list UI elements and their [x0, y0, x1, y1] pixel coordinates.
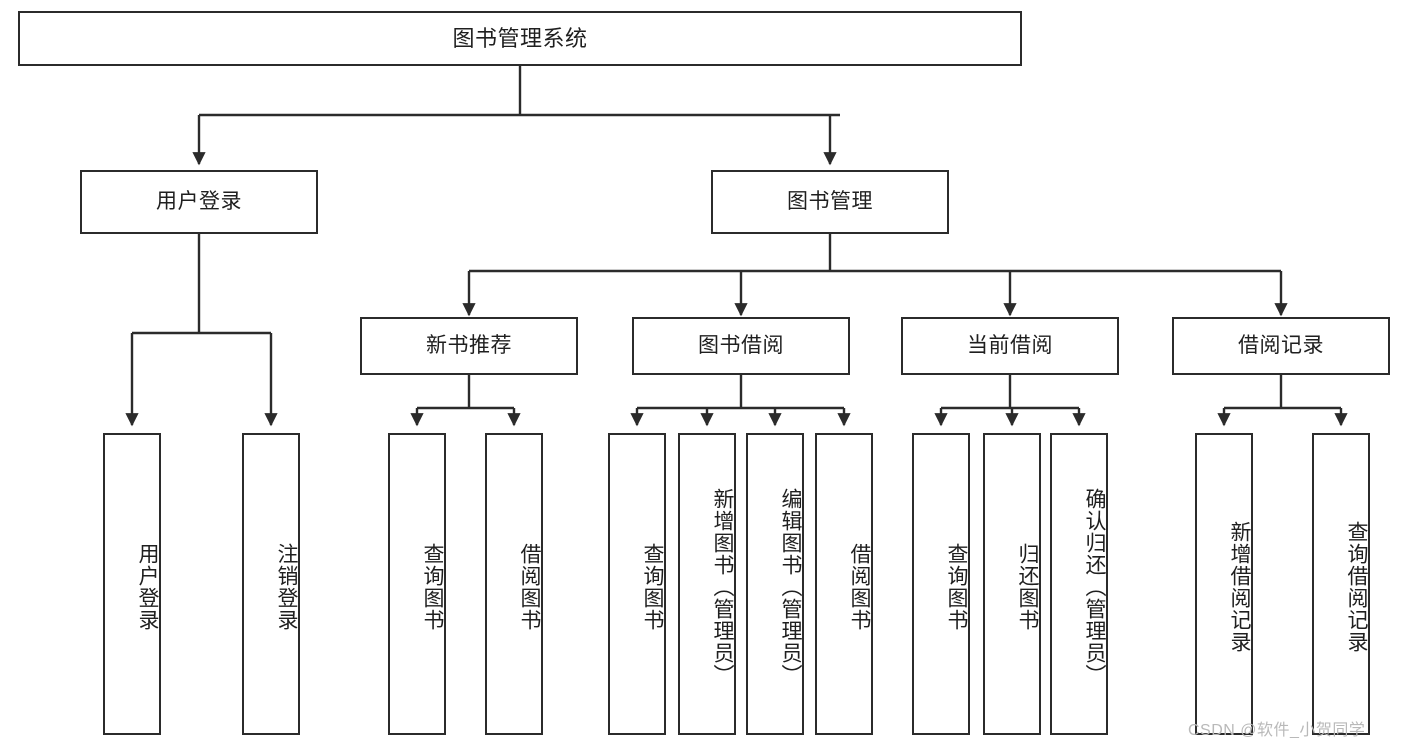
- leaf-return-book[interactable]: 归还图书: [983, 433, 1041, 735]
- leaf-confirm-return-admin[interactable]: 确认归还（管理员）: [1050, 433, 1108, 735]
- node-label: 编辑图书（管理员）: [779, 488, 802, 686]
- leaf-logout[interactable]: 注销登录: [242, 433, 300, 735]
- node-label: 注销登录: [275, 543, 298, 631]
- node-label: 图书借阅: [698, 333, 784, 357]
- node-label: 借阅图书: [518, 543, 541, 631]
- node-label: 用户登录: [136, 543, 159, 631]
- node-label: 确认归还（管理员）: [1083, 488, 1106, 686]
- leaf-edit-book-admin[interactable]: 编辑图书（管理员）: [746, 433, 804, 735]
- node-label: 查询图书: [641, 543, 664, 631]
- node-book-management[interactable]: 图书管理: [711, 170, 949, 234]
- node-label: 图书管理系统: [452, 25, 588, 51]
- leaf-user-login[interactable]: 用户登录: [103, 433, 161, 735]
- node-label: 新增借阅记录: [1228, 521, 1251, 653]
- node-current-borrow[interactable]: 当前借阅: [901, 317, 1119, 375]
- node-label: 用户登录: [156, 189, 242, 213]
- node-book-borrow[interactable]: 图书借阅: [632, 317, 850, 375]
- leaf-borrow-book-recommend[interactable]: 借阅图书: [485, 433, 543, 735]
- node-label: 查询图书: [945, 543, 968, 631]
- node-user-login[interactable]: 用户登录: [80, 170, 318, 234]
- leaf-query-book-recommend[interactable]: 查询图书: [388, 433, 446, 735]
- node-root[interactable]: 图书管理系统: [18, 11, 1022, 66]
- node-label: 查询借阅记录: [1345, 521, 1368, 653]
- node-label: 新书推荐: [426, 333, 512, 357]
- node-label: 查询图书: [421, 543, 444, 631]
- leaf-borrow-book[interactable]: 借阅图书: [815, 433, 873, 735]
- node-new-book-recommend[interactable]: 新书推荐: [360, 317, 578, 375]
- node-label: 借阅图书: [848, 543, 871, 631]
- node-label: 新增图书（管理员）: [711, 488, 734, 686]
- csdn-watermark: CSDN @软件_小贺同学: [1188, 722, 1366, 739]
- node-label: 图书管理: [787, 189, 873, 213]
- leaf-query-borrow-record[interactable]: 查询借阅记录: [1312, 433, 1370, 735]
- node-label: 借阅记录: [1238, 333, 1324, 357]
- leaf-query-book-borrow[interactable]: 查询图书: [608, 433, 666, 735]
- leaf-add-borrow-record[interactable]: 新增借阅记录: [1195, 433, 1253, 735]
- node-borrow-record[interactable]: 借阅记录: [1172, 317, 1390, 375]
- node-label: 当前借阅: [967, 333, 1053, 357]
- node-label: 归还图书: [1016, 543, 1039, 631]
- leaf-query-book-current[interactable]: 查询图书: [912, 433, 970, 735]
- leaf-add-book-admin[interactable]: 新增图书（管理员）: [678, 433, 736, 735]
